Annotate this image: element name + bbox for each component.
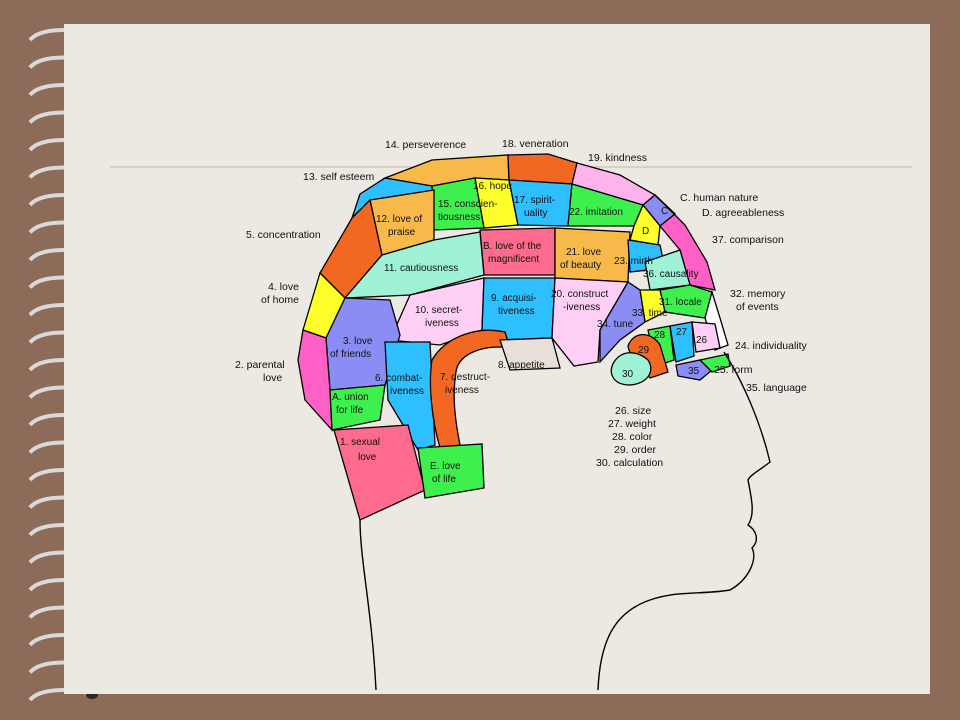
label-25: 25. form [714,364,753,376]
region-18 [507,153,578,185]
region-label-15-line2: tiousness [438,212,480,223]
label-27: 27. weight [608,418,656,430]
label-26: 26. size [615,405,651,417]
region-label-d: D [642,226,649,237]
label-14: 14. perseverence [385,139,466,151]
label-2-line2: love [263,372,282,384]
region-label-30: 30 [622,369,634,380]
region-label-12-line2: praise [388,227,416,238]
region-label-20-line1: 20. construct [551,289,608,300]
region-label-22: 22. imitation [569,207,623,218]
label-4-line2: of home [261,294,299,306]
region-label-a-line2: for life [336,405,364,416]
region-26 [691,321,721,353]
region-label-b-line1: B. love of the [483,241,542,252]
region-label-e-line2: of life [432,474,456,485]
region-label-23: 23. mirth [614,256,653,267]
region-34 [599,281,646,364]
region-label-15-line1: 15. conscien- [438,199,497,210]
region-label-1-line2: love [358,452,377,463]
region-label-3-line2: of friends [330,349,371,360]
region-label-29: 29 [638,345,650,356]
region-label-17-line1: 17. spirit- [514,195,555,206]
region-30 [610,352,652,386]
region-label-e-line1: E. love [430,461,461,472]
label-4-line1: 4. love [268,281,299,293]
region-label-17-line2: uality [524,208,547,219]
region-2 [297,329,333,432]
region-label-3-line1: 3. love [343,336,373,347]
region-label-12-line1: 12. love of [376,214,422,225]
label-18: 18. veneration [502,138,569,150]
region-label-1-line1: 1. sexual [340,437,380,448]
region-label-9-line1: 9. acquisi- [491,293,537,304]
region-label-8: 8. appetite [498,360,545,371]
region-35 [675,359,714,381]
region-7 [429,329,511,449]
region-label-a-line1: A. union [332,392,369,403]
region-label-11: 11. cautiousness [384,263,458,274]
region-label-c: C [661,206,668,217]
region-8 [499,337,561,371]
label-c: C. human nature [680,192,758,204]
region-label-6-line1: 6. combat- [375,373,422,384]
region-label-27: 27 [676,327,688,338]
region-label-10-line2: iveness [425,318,459,329]
notebook-page [64,24,930,694]
region-label-26: 26 [696,335,708,346]
region-d [629,203,661,246]
head-outline [359,351,771,691]
region-label-31: 31. locale [659,297,702,308]
region-label-16: 16. hope [473,181,512,192]
label-5: 5. concentration [246,229,321,241]
label-d: D. agreeableness [702,207,784,219]
region-label-9-line2: tiveness [498,306,535,317]
label-13: 13. self esteem [303,171,374,183]
region-a [329,384,386,431]
region-25 [698,353,731,373]
region-label-21-line2: of beauty [560,260,601,271]
label-32-line2: of events [736,301,779,313]
region-label-34: 34. tune [597,319,634,330]
label-32-line1: 32. memory [730,288,786,300]
region-e [417,443,485,499]
region-label-10-line1: 10. secret- [415,305,462,316]
label-35: 35. language [746,382,807,394]
region-label-21-line1: 21. love [566,247,601,258]
region-label-33: 33. time [632,308,668,319]
region-label-b-line2: magnificent [488,254,539,265]
label-19: 19. kindness [588,152,647,164]
label-29: 29. order [614,444,657,456]
region-label-20-line2: -iveness [563,302,600,313]
region-27 [669,321,695,363]
label-30: 30. calculation [596,457,663,469]
region-label-36: 36. causality [643,269,699,280]
label-28: 28. color [612,431,653,443]
region-label-28: 28 [654,330,666,341]
label-37: 37. comparison [712,234,784,246]
region-label-35: 35 [688,366,700,377]
region-label-6-line2: iveness [390,386,424,397]
region-label-7-line1: 7. destruct- [440,372,490,383]
label-24: 24. individuality [735,340,808,352]
region-label-7-line2: iveness [445,385,479,396]
label-2-line1: 2. parental [235,359,285,371]
